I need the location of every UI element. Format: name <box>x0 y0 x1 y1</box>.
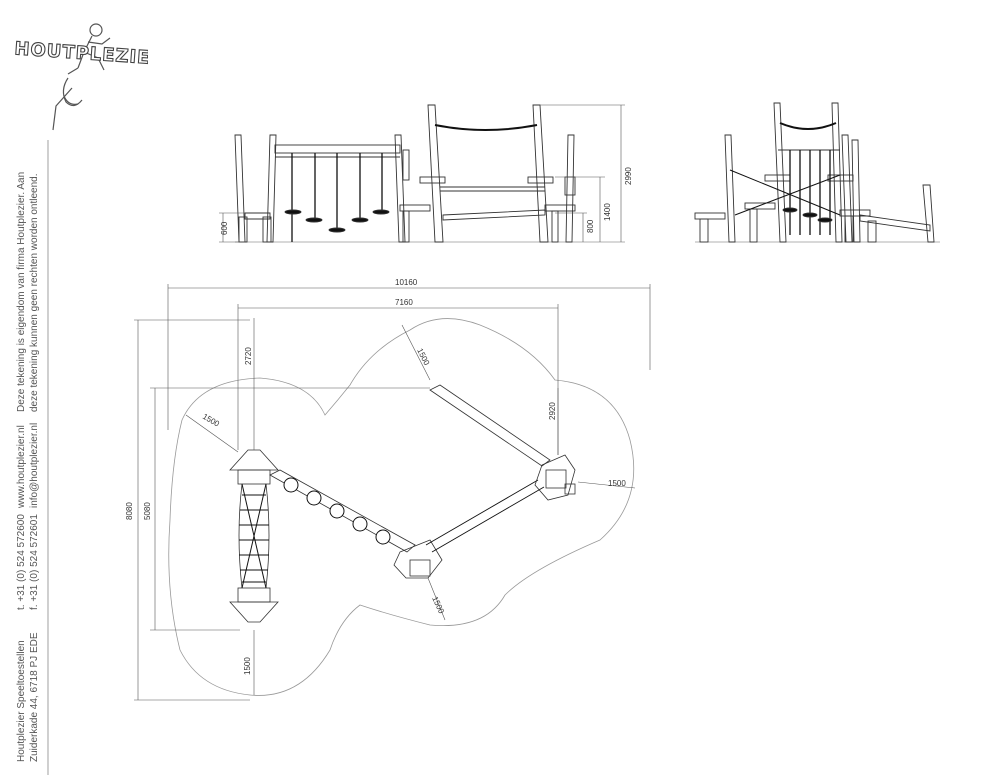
dim-8080: 8080 <box>125 502 134 520</box>
side-elevation-view: 600 800 1400 2990 <box>219 104 633 243</box>
disc-beam <box>269 469 416 553</box>
climber-figure-icon <box>52 23 111 131</box>
dim-600: 600 <box>220 221 229 235</box>
dim-zone-top: 1500 <box>415 347 431 367</box>
houtplezier-logo: HOUTPLEZIER <box>13 23 148 131</box>
dim-7160: 7160 <box>395 298 413 307</box>
dim-zone-left: 1500 <box>201 412 221 429</box>
dim-2990: 2990 <box>624 167 633 185</box>
dim-800: 800 <box>586 219 595 233</box>
dim-1400: 1400 <box>603 203 612 221</box>
dim-2720: 2720 <box>244 347 253 365</box>
ladder-structure <box>229 449 279 623</box>
center-tower <box>393 539 443 579</box>
safety-zone-outline <box>168 318 635 696</box>
front-elevation-view <box>694 102 940 243</box>
dim-2920: 2920 <box>548 402 557 420</box>
dim-10160: 10160 <box>395 278 418 287</box>
rope-bridge <box>425 479 545 553</box>
dim-zone-bottom-mid: 1500 <box>430 595 446 615</box>
upper-beam <box>429 384 551 467</box>
dim-5080: 5080 <box>143 502 152 520</box>
plan-view: 10160 7160 8080 5080 2720 2920 1500 1500… <box>125 278 651 701</box>
dim-zone-right: 1500 <box>608 479 626 488</box>
right-tower <box>534 454 576 501</box>
dim-zone-bottom: 1500 <box>243 657 252 675</box>
